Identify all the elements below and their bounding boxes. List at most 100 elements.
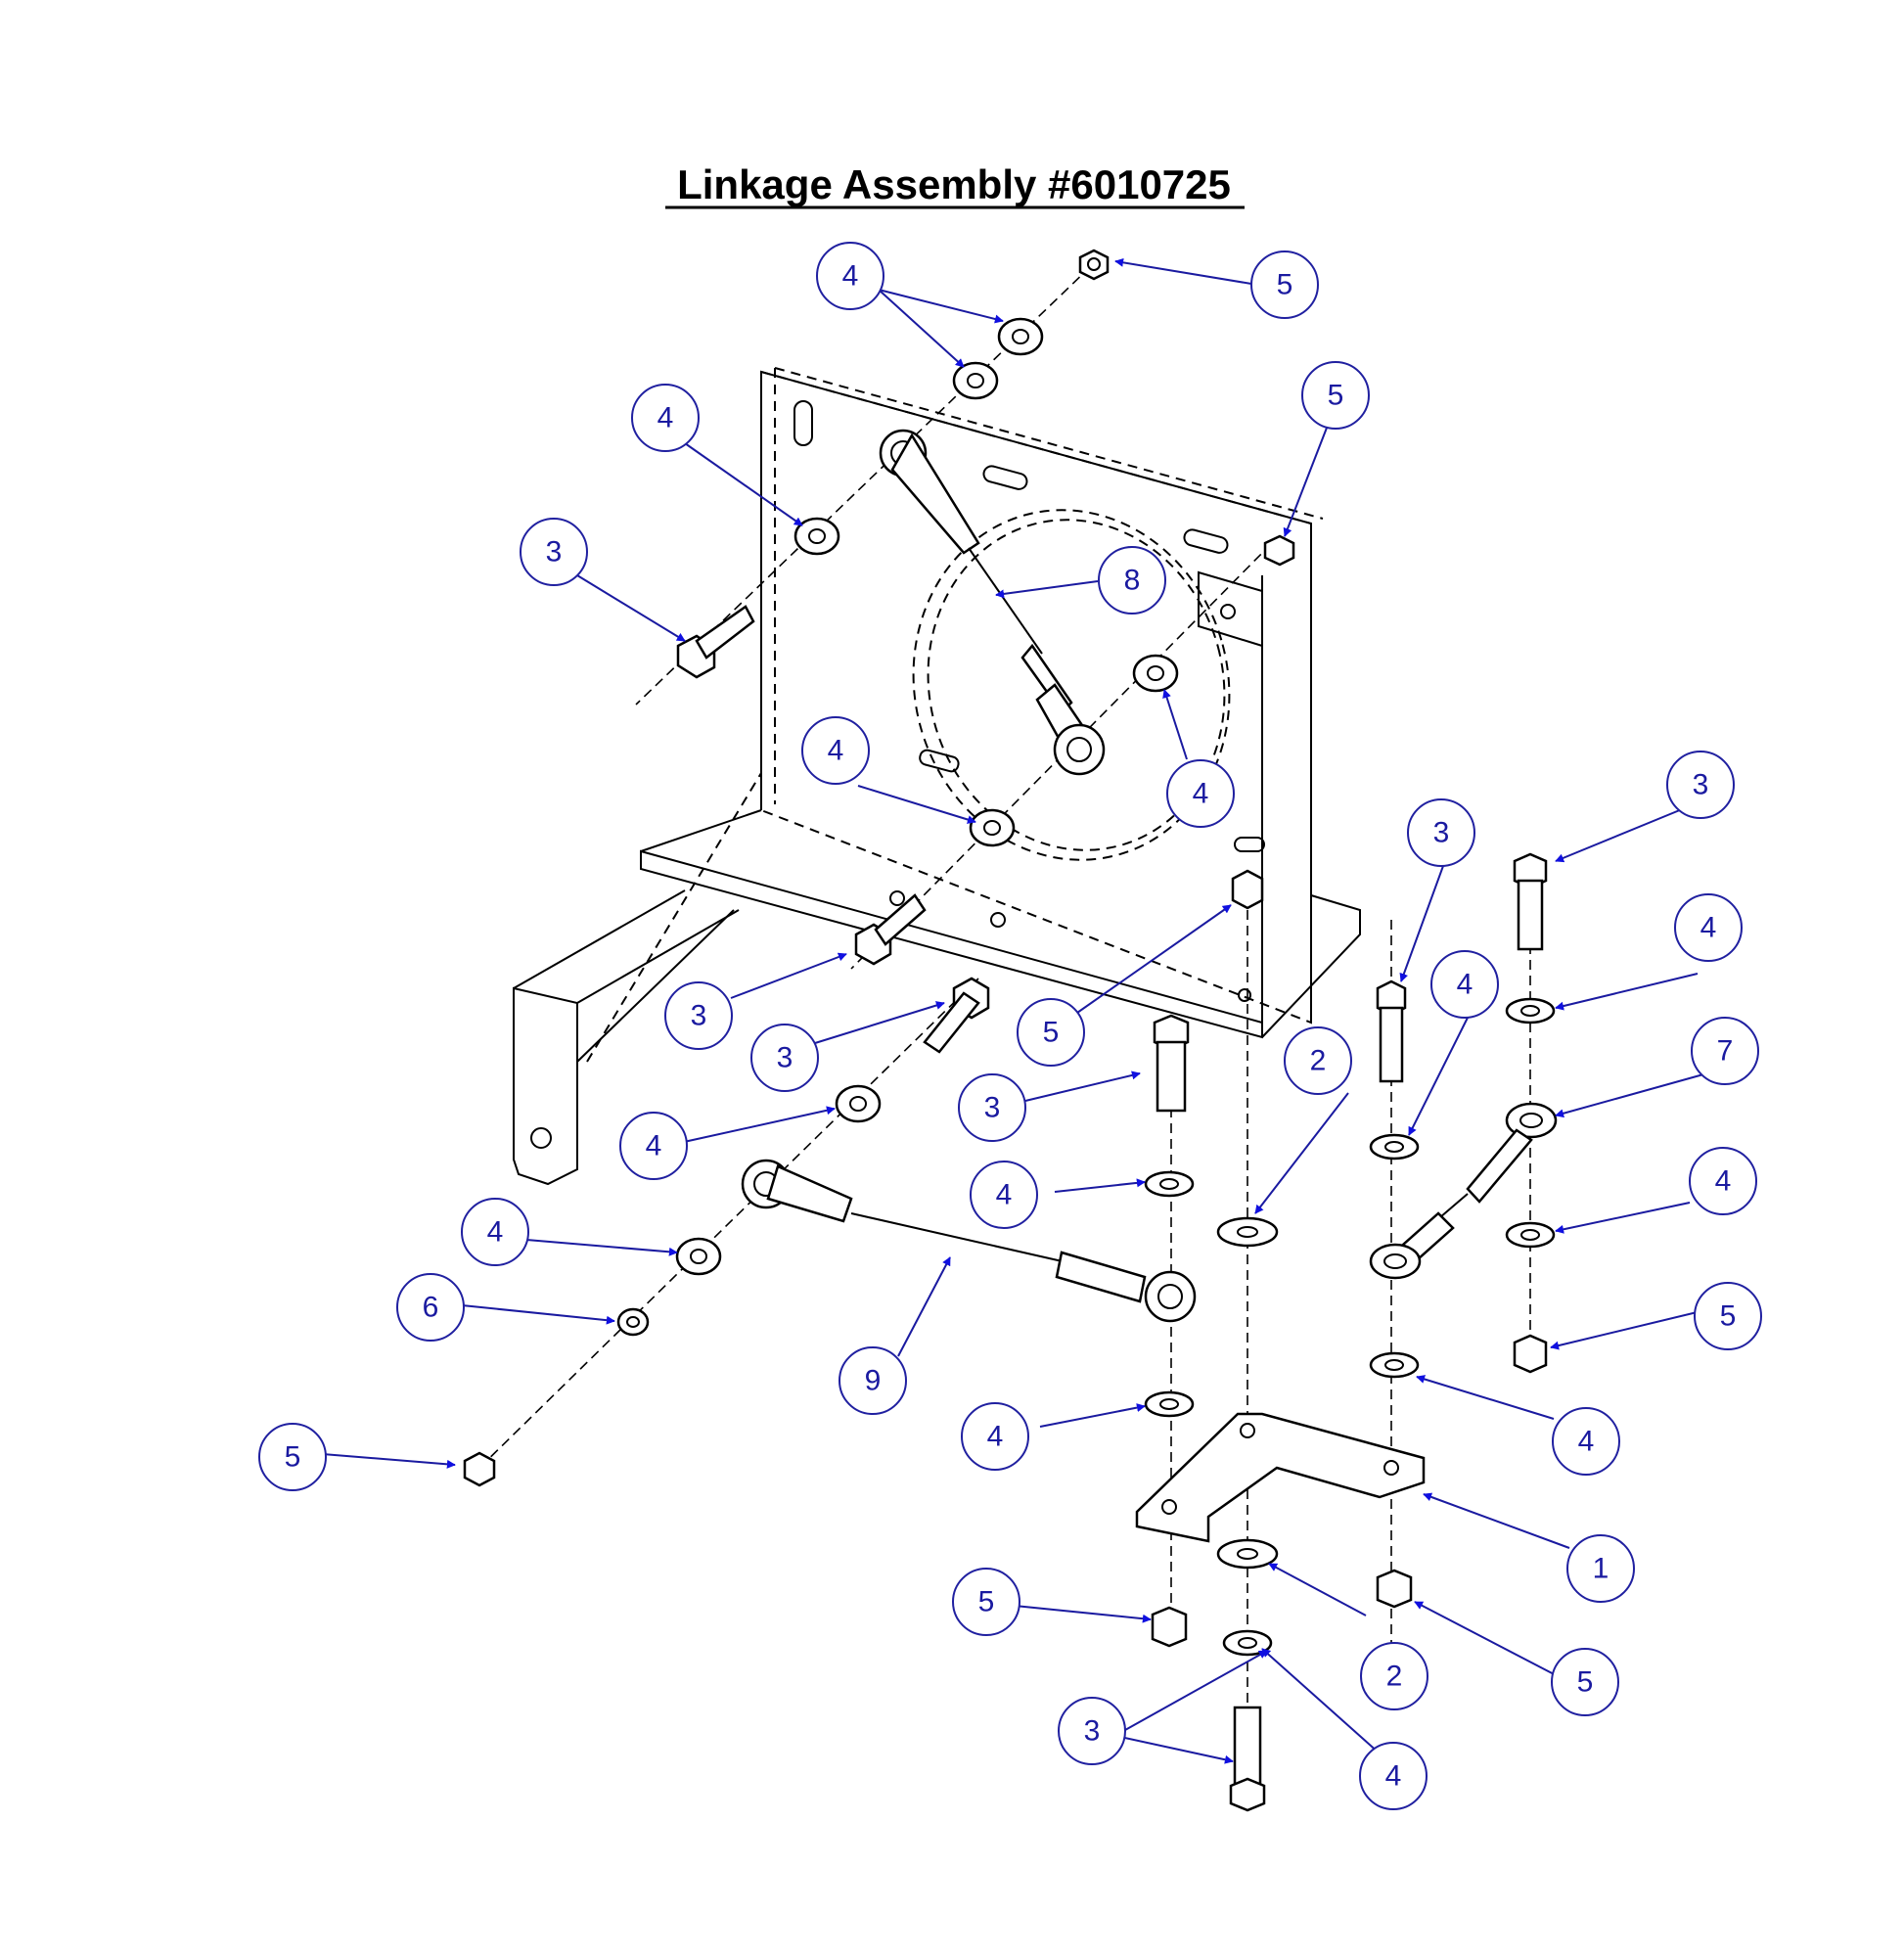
mounting-bracket [513, 367, 1361, 1186]
spacer [616, 1307, 650, 1337]
hex-nut [1376, 1569, 1413, 1609]
callout-4: 4 [801, 716, 870, 785]
callout-4: 4 [461, 1198, 529, 1266]
callout-3: 3 [1058, 1697, 1126, 1765]
svg-text:4: 4 [842, 260, 859, 293]
washer [835, 1084, 882, 1123]
callout-3: 3 [750, 1024, 819, 1092]
callout-3: 3 [958, 1073, 1026, 1142]
callout-4: 4 [1689, 1147, 1757, 1215]
callout-3: 3 [520, 518, 588, 586]
callout-3: 3 [1666, 751, 1735, 819]
link-rod-9 [741, 1159, 1197, 1323]
callout-9: 9 [839, 1346, 907, 1415]
svg-text:1: 1 [1593, 1553, 1609, 1585]
callout-5: 5 [1694, 1282, 1762, 1350]
svg-text:9: 9 [865, 1365, 882, 1397]
hex-bolt [1153, 1014, 1190, 1051]
hex-nut [1263, 534, 1295, 567]
svg-text:3: 3 [984, 1092, 1001, 1124]
callout-4: 4 [1430, 950, 1499, 1019]
hex-nut [1078, 249, 1110, 281]
callout-5: 5 [258, 1423, 327, 1491]
callout-2: 2 [1284, 1026, 1352, 1095]
washer [1144, 1170, 1195, 1198]
washer [1369, 1351, 1420, 1379]
svg-text:3: 3 [691, 1000, 707, 1032]
hex-bolt [1229, 1777, 1266, 1812]
svg-text:3: 3 [546, 536, 563, 569]
svg-text:2: 2 [1386, 1661, 1403, 1693]
washer [969, 808, 1016, 847]
svg-text:3: 3 [1433, 817, 1450, 849]
washer [997, 317, 1044, 356]
svg-text:2: 2 [1310, 1045, 1327, 1077]
washer [1369, 1133, 1420, 1161]
svg-text:4: 4 [1385, 1760, 1402, 1793]
link-rod-7 [1369, 1102, 1558, 1280]
callout-1: 1 [1566, 1534, 1635, 1603]
washer [1505, 997, 1556, 1025]
svg-text:5: 5 [978, 1586, 995, 1618]
callout-2: 2 [1360, 1642, 1428, 1710]
svg-text:4: 4 [1578, 1426, 1595, 1458]
callout-4: 4 [1674, 893, 1743, 962]
l-bracket [1135, 1412, 1426, 1543]
callout-5: 5 [1301, 361, 1370, 430]
svg-text:4: 4 [828, 735, 844, 767]
callout-7: 7 [1691, 1017, 1759, 1085]
svg-text:7: 7 [1717, 1035, 1734, 1068]
callout-4: 4 [619, 1112, 688, 1180]
svg-text:4: 4 [987, 1421, 1004, 1453]
link-rod-8 [879, 429, 1106, 776]
washer [1132, 654, 1179, 693]
washer [675, 1237, 722, 1276]
callout-4: 4 [816, 242, 884, 310]
svg-text:4: 4 [996, 1179, 1013, 1211]
hex-nut [1231, 869, 1264, 910]
callout-4: 4 [970, 1161, 1038, 1229]
callout-leaders [297, 257, 1710, 1764]
svg-text:3: 3 [1693, 769, 1709, 801]
hex-nut [463, 1451, 496, 1487]
svg-text:4: 4 [646, 1130, 662, 1162]
callout-5: 5 [1017, 998, 1085, 1067]
callout-5: 5 [1551, 1648, 1619, 1716]
svg-text:6: 6 [423, 1292, 439, 1324]
hardware-parts [463, 249, 1558, 1812]
callout-5: 5 [1250, 250, 1319, 319]
svg-text:3: 3 [777, 1042, 793, 1074]
callout-4: 4 [631, 384, 700, 452]
callout-5: 5 [952, 1568, 1020, 1636]
callout-3: 3 [1407, 798, 1475, 867]
washer [1216, 1538, 1279, 1570]
svg-text:5: 5 [1720, 1300, 1737, 1333]
washer [793, 517, 840, 556]
svg-text:5: 5 [1277, 269, 1293, 301]
svg-text:5: 5 [1577, 1666, 1594, 1699]
hex-nut [1513, 1334, 1548, 1374]
hex-nut [1151, 1606, 1188, 1648]
callout-8: 8 [1098, 546, 1166, 615]
callouts: 4 5 5 4 3 8 4 4 3 3 3 5 3 3 4 4 2 4 7 4 … [258, 242, 1762, 1810]
washer [1144, 1390, 1195, 1418]
diagram-title: Linkage Assembly #6010725 [677, 161, 1231, 207]
callout-3: 3 [664, 981, 733, 1050]
washer [1216, 1216, 1279, 1248]
callout-4: 4 [961, 1402, 1029, 1471]
svg-text:4: 4 [1715, 1165, 1732, 1198]
svg-text:4: 4 [1193, 778, 1209, 810]
callout-6: 6 [396, 1273, 465, 1342]
svg-text:4: 4 [1457, 969, 1473, 1001]
washer [952, 361, 999, 400]
hex-bolt [1376, 979, 1407, 1017]
svg-text:5: 5 [285, 1441, 301, 1474]
svg-text:5: 5 [1328, 380, 1344, 412]
svg-text:8: 8 [1124, 565, 1141, 597]
svg-text:4: 4 [1700, 912, 1717, 944]
callout-4: 4 [1166, 759, 1235, 828]
callout-4: 4 [1552, 1407, 1620, 1476]
washer [1222, 1629, 1273, 1657]
svg-text:5: 5 [1043, 1017, 1060, 1049]
